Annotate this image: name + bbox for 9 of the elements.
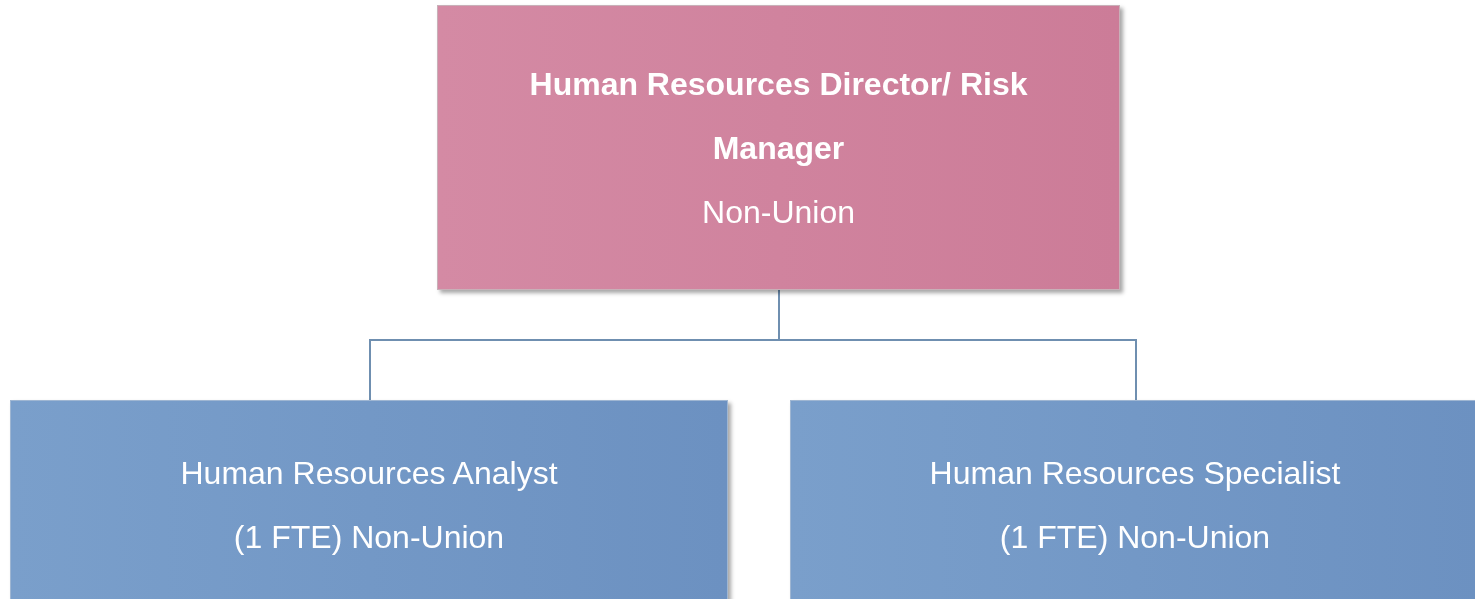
role-detail: (1 FTE) Non-Union	[232, 518, 506, 557]
org-chart-box	[790, 400, 1475, 599]
role-title: Human Resources Specialist	[928, 454, 1342, 493]
role-detail: (1 FTE) Non-Union	[998, 518, 1272, 557]
role-detail: Non-Union	[701, 192, 856, 232]
role-title: Human Resources Director/ Risk Manager	[528, 64, 1029, 168]
org-chart-box	[10, 400, 728, 599]
org-chart-box	[437, 5, 1120, 290]
role-title: Human Resources Analyst	[179, 454, 559, 493]
